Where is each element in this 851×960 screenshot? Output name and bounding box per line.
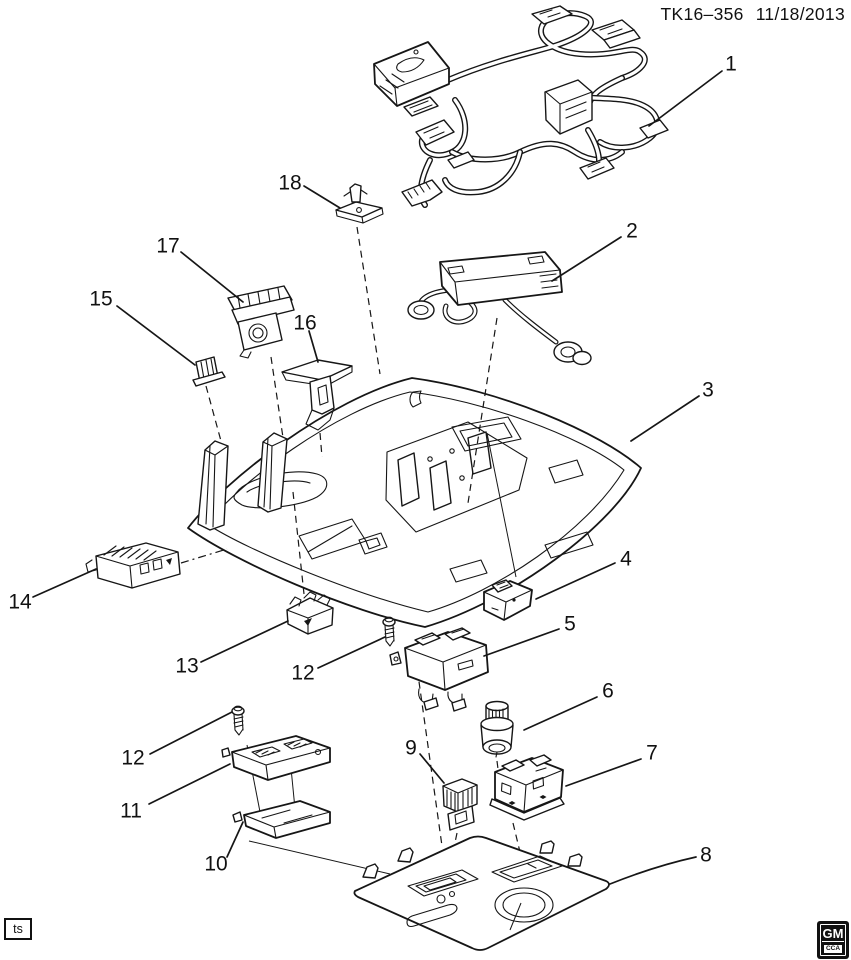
wiring-harness [373,5,669,208]
console-bezel-8 [353,835,610,951]
knob-sensor-6 [480,700,514,758]
ts-marker: ts [4,918,32,940]
callout-5: 5 [564,612,576,636]
callout-14: 14 [8,590,32,614]
callout-3: 3 [702,378,714,402]
switch-cap-13 [286,591,334,635]
assembly-alignment-lines [180,226,521,875]
callout-9: 9 [405,736,417,760]
console-mounting-towers [197,432,288,531]
small-switch-4 [483,579,533,621]
callout-4: 4 [620,547,632,571]
callout-8: 8 [700,843,712,867]
drawing-part-number: TK16–356 [660,4,744,24]
drawing-date: 11/18/2013 [755,4,845,24]
lamp-housing-11 [221,735,331,781]
callout-11: 11 [120,799,142,823]
callout-7: 7 [646,741,658,765]
module-with-pigtails-2 [407,251,592,366]
gm-logo-inner-border: GM CCA [820,924,846,956]
lens-plate-10 [232,800,331,839]
bracket-16 [281,359,353,431]
screw-12-upper [382,616,396,647]
callout-10: 10 [204,852,228,876]
overhead-console-housing [187,377,642,628]
screw-12-lower [231,705,245,736]
clip-15 [192,356,226,387]
callout-leader-lines [32,70,723,885]
callout-2: 2 [626,219,638,243]
switch-block-7 [489,754,565,821]
gm-logo-brand: GM [821,926,845,943]
ts-label: ts [13,922,23,936]
callout-16: 16 [293,311,317,335]
switch-assembly-17 [227,285,295,359]
gm-logo: GM CCA [817,921,849,959]
callout-17: 17 [156,234,180,258]
callout-13: 13 [175,654,199,678]
callout-6: 6 [602,679,614,703]
gm-logo-division: CCA [822,944,844,955]
callout-12-lower: 12 [121,746,145,770]
callout-12-upper: 12 [291,661,315,685]
drawing-header: TK16–356 11/18/2013 [661,4,845,25]
connector-9 [442,778,478,831]
retainer-clip-18 [335,183,384,224]
switch-module-5 [389,627,489,712]
callout-1: 1 [725,52,737,76]
callout-15: 15 [89,287,113,311]
transmitter-module-14 [85,542,181,589]
callout-18: 18 [278,171,302,195]
